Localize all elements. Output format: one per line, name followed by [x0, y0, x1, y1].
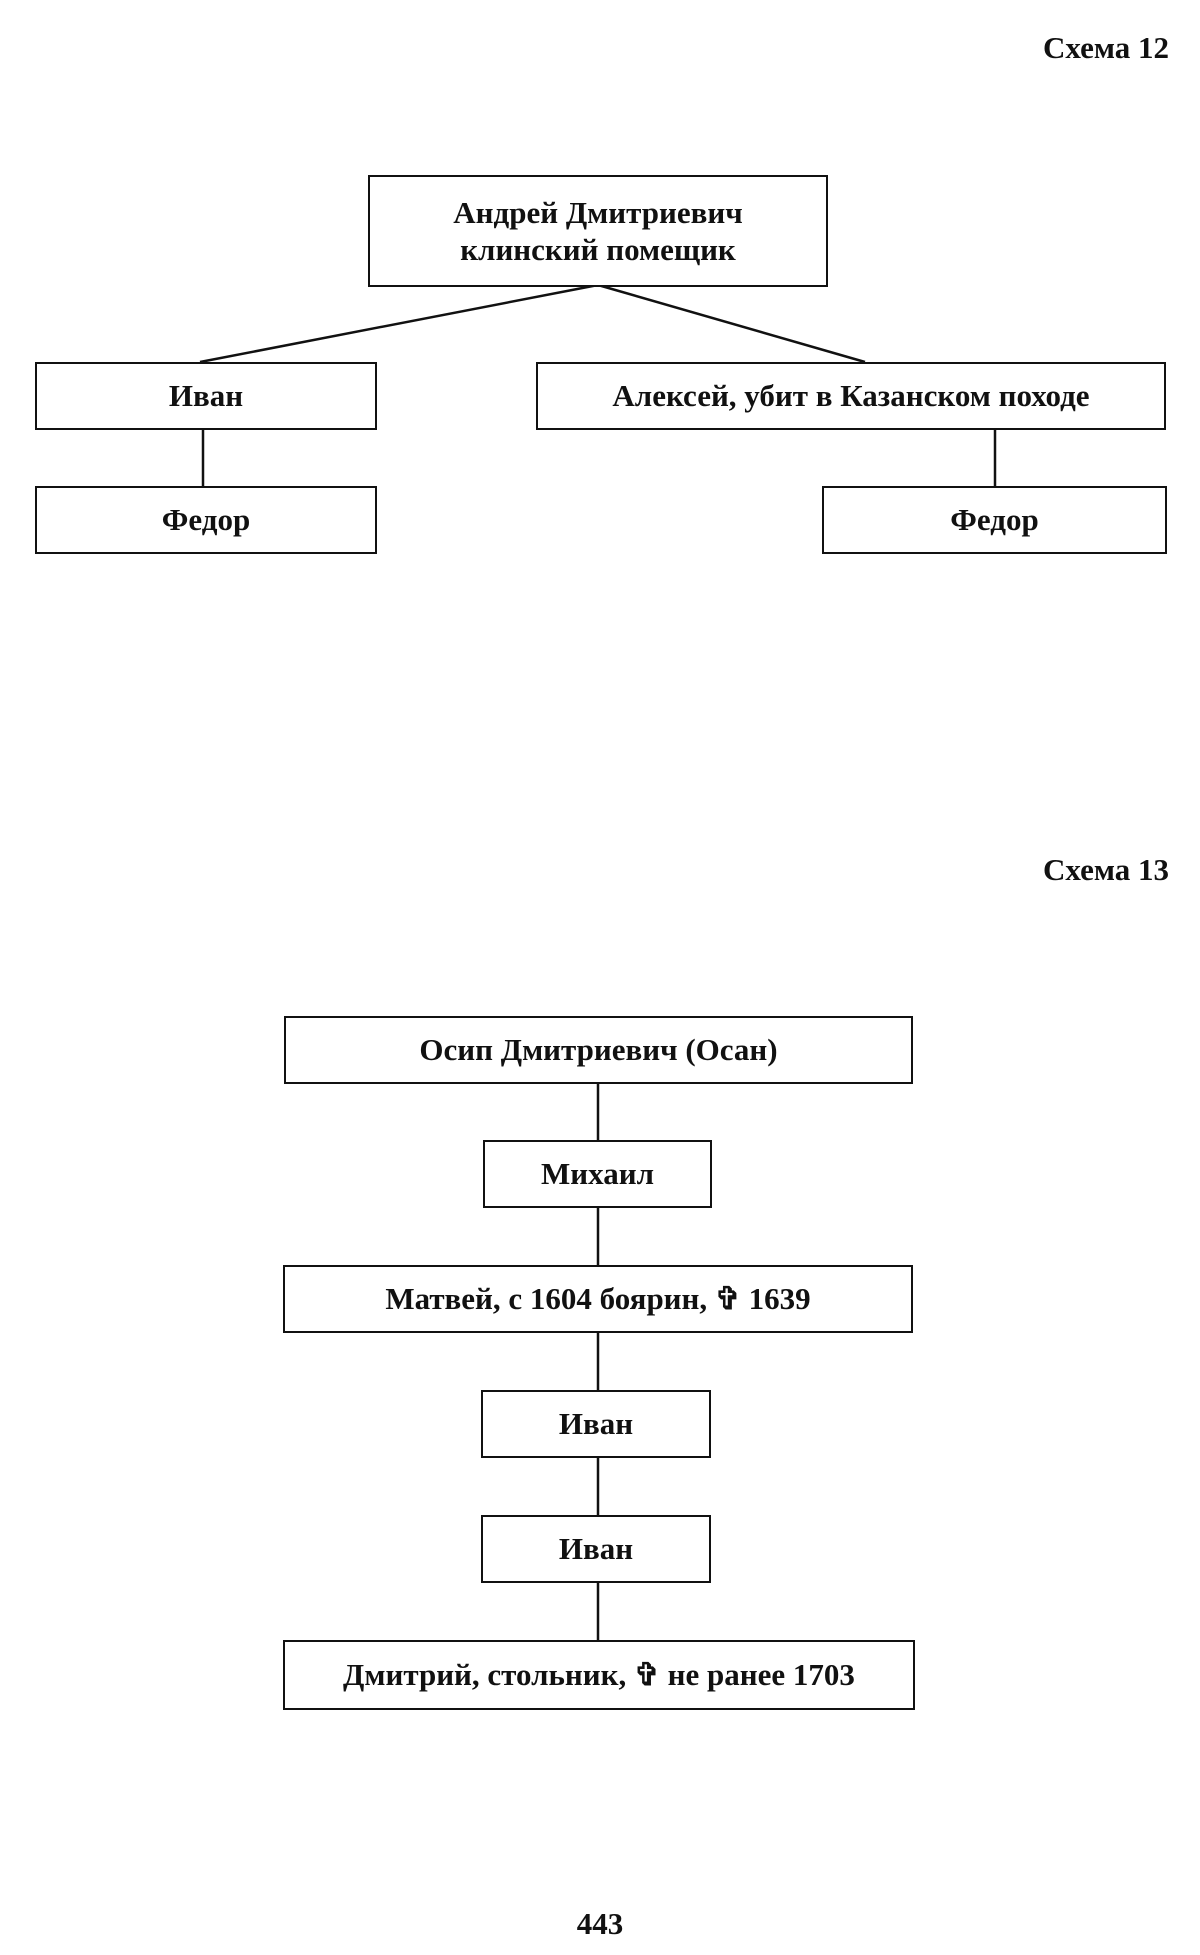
link-root-to-aleksey [598, 285, 865, 362]
node-osip-dmitrievich: Осип Дмитриевич (Осан) [284, 1016, 913, 1084]
link-root-to-ivan [200, 285, 598, 362]
node-fedor-right: Федор [822, 486, 1167, 554]
page-number: 443 [0, 1906, 1200, 1942]
node-andrey-name: Андрей Дмитриевич [453, 194, 742, 231]
node-ivan-2: Иван [481, 1515, 711, 1583]
node-matvey: Матвей, с 1604 боярин, ✞ 1639 [283, 1265, 913, 1333]
scheme-12-title: Схема 12 [1043, 30, 1169, 66]
node-andrey-dmitrievich: Андрей Дмитриевич клинский помещик [368, 175, 828, 287]
node-fedor-left: Федор [35, 486, 377, 554]
node-mikhail: Михаил [483, 1140, 712, 1208]
node-andrey-desc: клинский помещик [460, 231, 736, 268]
node-ivan-1: Иван [481, 1390, 711, 1458]
node-dmitry: Дмитрий, стольник, ✞ не ранее 1703 [283, 1640, 915, 1710]
node-aleksey: Алексей, убит в Казанском походе [536, 362, 1166, 430]
scheme-13-title: Схема 13 [1043, 852, 1169, 888]
node-ivan: Иван [35, 362, 377, 430]
